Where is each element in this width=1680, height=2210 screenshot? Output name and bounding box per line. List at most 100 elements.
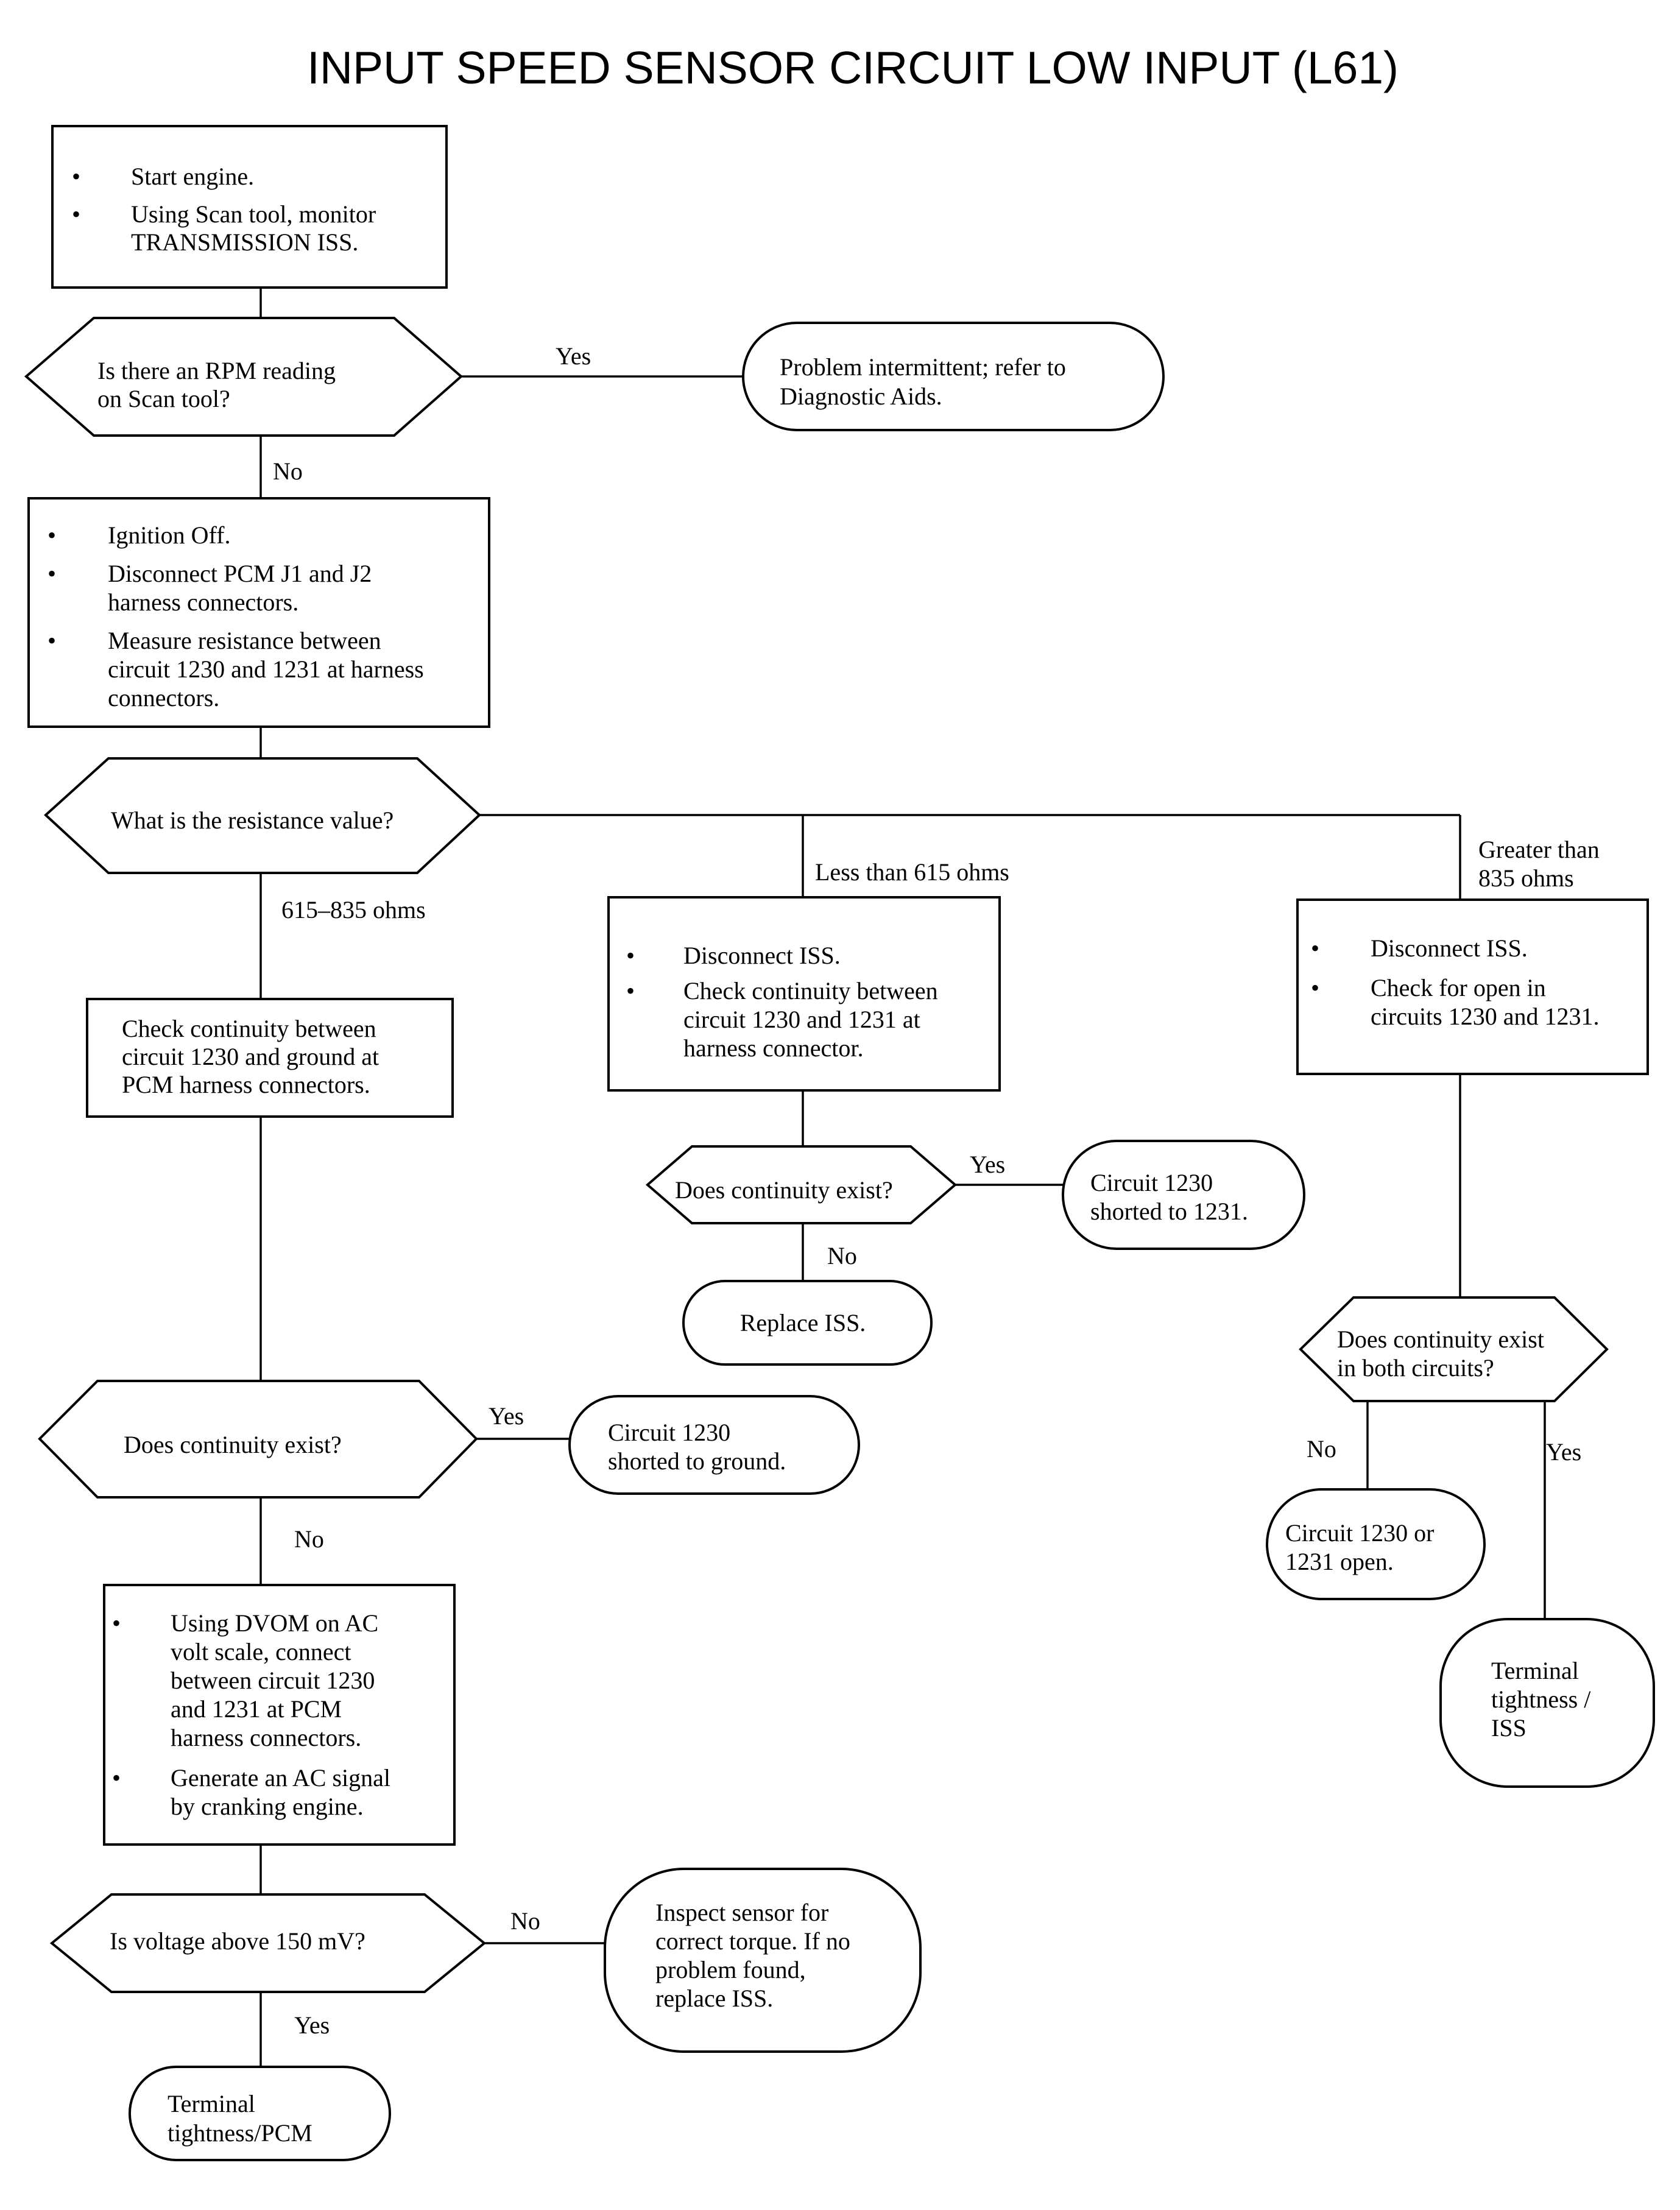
voltage-decision-text: Is voltage above 150 mV? — [110, 1927, 365, 1955]
edge-label-ground-yes: Yes — [489, 1402, 524, 1430]
edge-label-range-less: Less than 615 ohms — [815, 858, 1009, 886]
bullet-text-line: Disconnect PCM J1 and J2 — [108, 560, 372, 587]
resistance-decision-text: What is the resistance value? — [111, 807, 394, 834]
edge-label-rpm-yes: Yes — [556, 342, 591, 370]
text-line: Is there an RPM reading — [97, 357, 336, 384]
text-line: Terminal — [168, 2090, 255, 2117]
text-line: Does continuity exist — [1337, 1326, 1544, 1353]
bullet-marker: • — [626, 977, 635, 1004]
text-line: correct torque. If no — [655, 1927, 850, 1955]
resistance-decision — [44, 757, 481, 874]
bullet-text-line: connectors. — [108, 684, 219, 711]
bullet-text-line: TRANSMISSION ISS. — [131, 228, 358, 256]
bullet-marker: • — [72, 200, 80, 228]
edge-label-range-greater-1: Greater than — [1478, 836, 1600, 863]
bullet-marker: • — [1311, 974, 1319, 1001]
edge-label-less-yes: Yes — [970, 1151, 1005, 1178]
text-line: ISS — [1491, 1714, 1526, 1742]
text-line: What is the resistance value? — [111, 807, 394, 834]
bullet-marker: • — [1311, 934, 1319, 962]
text-line: circuit 1230 and ground at — [122, 1043, 379, 1070]
bullet-text-line: Ignition Off. — [108, 521, 230, 549]
text-line: Terminal — [1491, 1657, 1579, 1684]
bullet-text-line: Check for open in — [1371, 974, 1546, 1001]
voltage-decision — [49, 1893, 487, 1993]
text-line: Diagnostic Aids. — [780, 383, 942, 410]
bullet-text-line: circuits 1230 and 1231. — [1371, 1003, 1600, 1030]
text-line: in both circuits? — [1337, 1354, 1494, 1382]
terminal-iss-terminal — [1439, 1618, 1655, 1788]
bullet-marker: • — [48, 521, 56, 549]
bullet-text-line: harness connectors. — [171, 1724, 361, 1751]
start-box — [51, 125, 448, 289]
continuity-decision-less — [645, 1145, 958, 1224]
edge-labels: Yes No 615–835 ohms Less than 615 ohms G… — [273, 342, 1600, 2039]
bullet-marker: • — [48, 560, 56, 587]
bullet-text-line: Measure resistance between — [108, 627, 381, 654]
dvom-box — [103, 1584, 456, 1846]
replace-iss-terminal — [682, 1280, 933, 1366]
bullet-text-line: Disconnect ISS. — [683, 942, 841, 969]
intermittent-text: Problem intermittent; refer toDiagnostic… — [780, 353, 1066, 410]
disconnect-less-text: • Disconnect ISS. • Check continuity betwee… — [626, 942, 938, 1062]
text-line: Does continuity exist? — [124, 1431, 342, 1458]
disconnect-greater-text: • Disconnect ISS. • Check for open incircui… — [1311, 934, 1600, 1030]
bullet-marker: • — [112, 1764, 121, 1792]
page-title: INPUT SPEED SENSOR CIRCUIT LOW INPUT (L6… — [307, 42, 1399, 93]
bullet-text-line: circuit 1230 and 1231 at — [683, 1006, 920, 1033]
edge-label-voltage-yes: Yes — [294, 2011, 330, 2039]
bullet-marker: • — [626, 942, 635, 969]
bullet-text-line: Disconnect ISS. — [1371, 934, 1528, 962]
bullet-marker: • — [72, 163, 80, 190]
bullet-text-line: by cranking engine. — [171, 1793, 364, 1820]
edge-label-both-yes: Yes — [1546, 1438, 1581, 1466]
text-line: tightness / — [1491, 1686, 1591, 1713]
bullet-text-line: Generate an AC signal — [171, 1764, 390, 1792]
text-line: on Scan tool? — [97, 385, 230, 412]
start-box-text: •Start engine.•Using Scan tool, monitorT… — [72, 163, 376, 256]
text-line: PCM harness connectors. — [122, 1071, 370, 1098]
bullet-text-line: harness connectors. — [108, 588, 298, 616]
bullet-text-line: Check continuity between — [683, 977, 938, 1004]
text-line: Circuit 1230 or — [1285, 1519, 1434, 1547]
text-line: Check continuity between — [122, 1015, 376, 1042]
bullet-marker: • — [48, 627, 56, 654]
edge-label-range-mid: 615–835 ohms — [281, 896, 426, 923]
edge-label-ground-no: No — [294, 1525, 324, 1553]
text-line: shorted to 1231. — [1090, 1198, 1248, 1225]
bullet-text-line: volt scale, connect — [171, 1638, 351, 1665]
disconnect-iss-box-greater — [1296, 898, 1649, 1075]
bullet-text-line: Using Scan tool, monitor — [131, 200, 376, 228]
continuity-ground-decision — [38, 1380, 478, 1499]
text-line: shorted to ground. — [608, 1447, 786, 1475]
open-circuit-terminal — [1266, 1488, 1486, 1600]
text-line: Problem intermittent; refer to — [780, 353, 1066, 381]
continuity-both-decision — [1299, 1296, 1609, 1402]
flowchart-shapes — [24, 125, 1655, 2161]
edge-label-voltage-no: No — [510, 1907, 540, 1935]
intermittent-terminal — [742, 322, 1165, 431]
text-line: replace ISS. — [655, 1985, 773, 2012]
text-line: Replace ISS. — [740, 1309, 866, 1336]
continuity-less-text: Does continuity exist? — [675, 1176, 893, 1204]
bullet-text-line: between circuit 1230 — [171, 1667, 375, 1694]
text-line: 1231 open. — [1285, 1548, 1394, 1575]
shorted-ground-terminal — [568, 1395, 860, 1495]
ignition-off-box — [27, 497, 490, 728]
edge-label-less-no: No — [827, 1242, 857, 1269]
bullet-text-line: harness connector. — [683, 1034, 863, 1062]
continuity-ground-text: Does continuity exist? — [124, 1431, 342, 1458]
bullet-text-line: and 1231 at PCM — [171, 1695, 342, 1723]
text-line: problem found, — [655, 1956, 806, 1983]
text-line: Does continuity exist? — [675, 1176, 893, 1204]
